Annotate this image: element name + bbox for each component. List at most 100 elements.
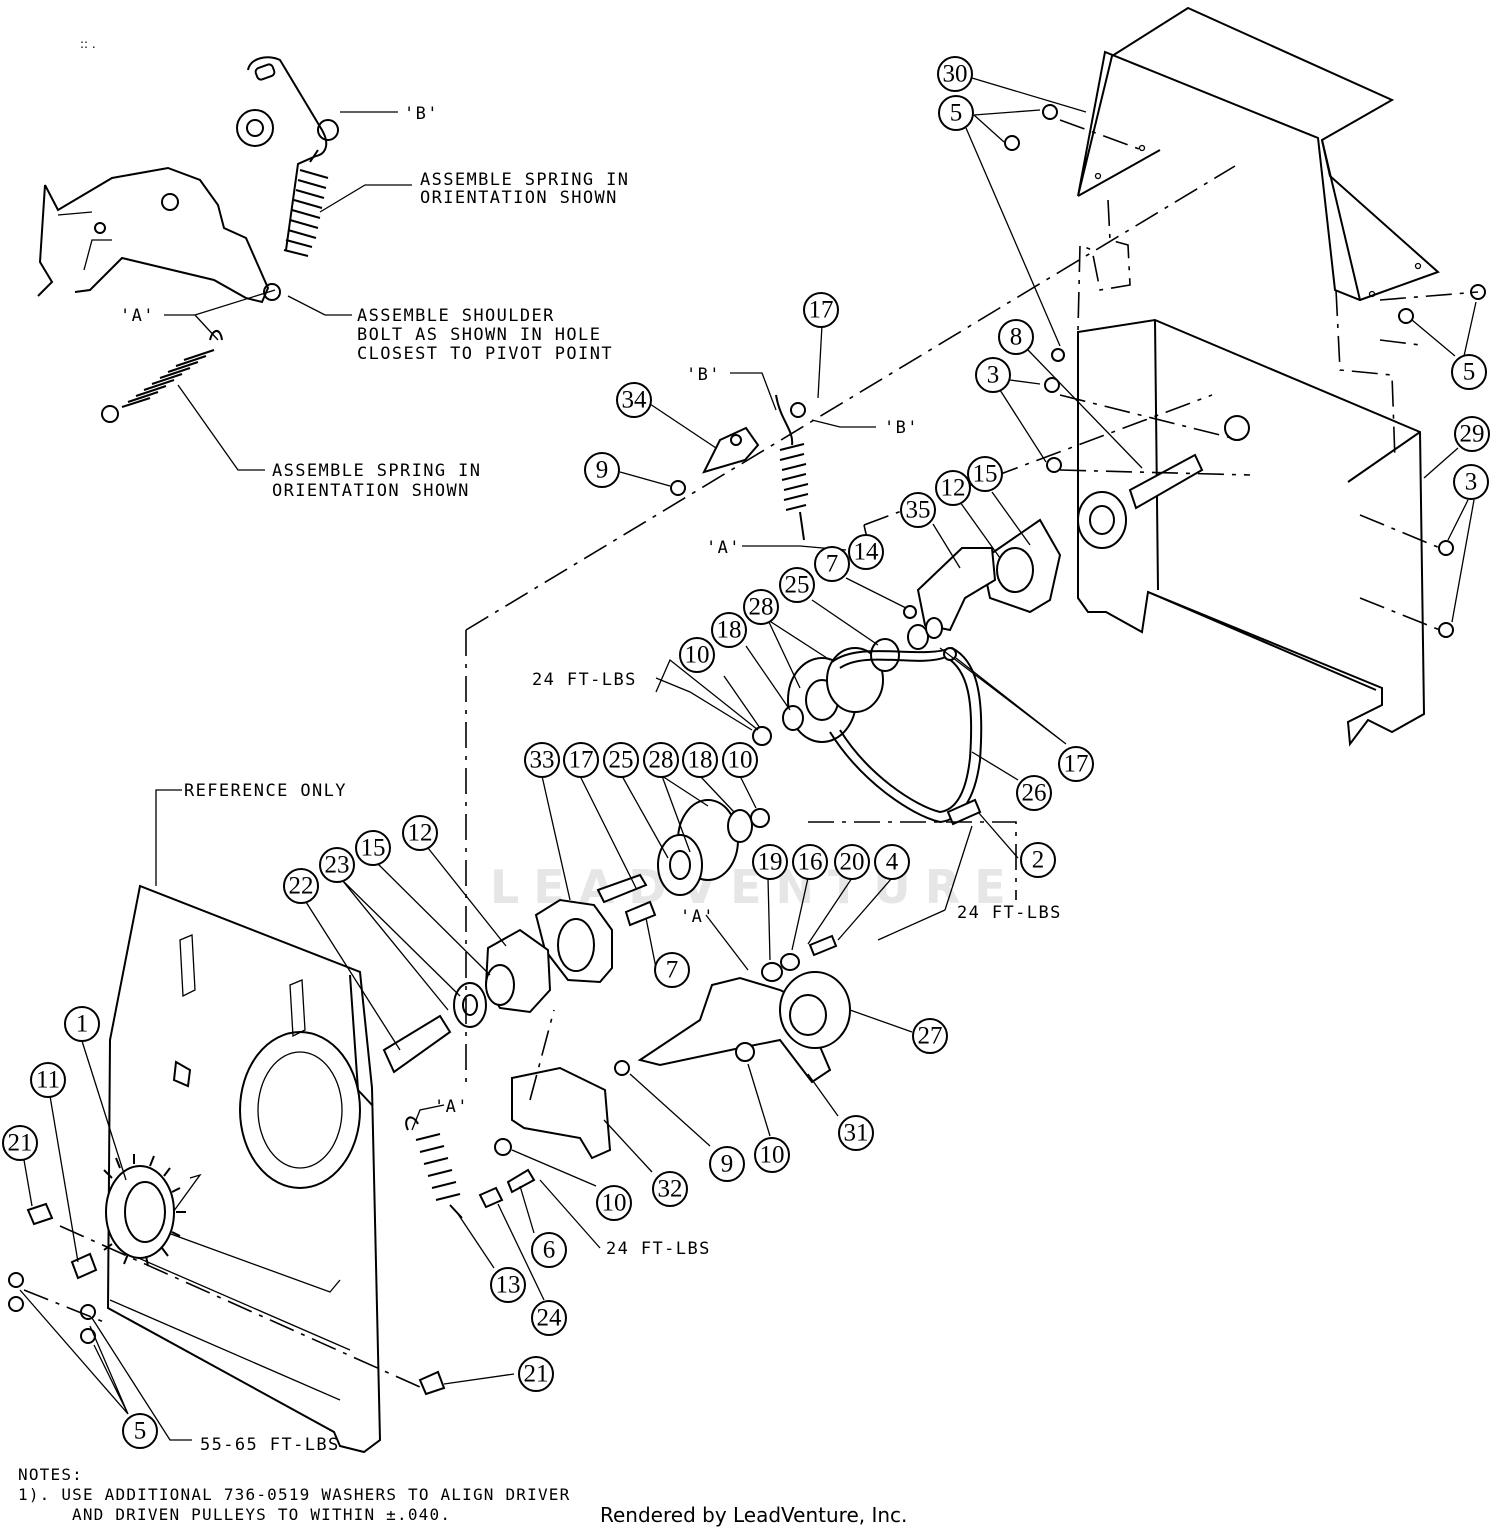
- svg-text:24: 24: [537, 1305, 563, 1332]
- leader-11: [49, 1095, 79, 1263]
- svg-text:3: 3: [1465, 469, 1478, 496]
- part-balloons: 30 5 5 8 3 3 29 3 17 34 9 14 35 12 15 7 …: [2, 56, 1490, 1449]
- cover-hole: [1138, 144, 1146, 152]
- inset-slot: [254, 63, 276, 81]
- inset-shoulder-bolt: [263, 283, 281, 301]
- svg-text:5: 5: [1463, 359, 1476, 386]
- pulley-25-upper: [870, 638, 900, 672]
- nut-10-bracket: [494, 1138, 512, 1156]
- bolt-5-cover-2: [1004, 135, 1020, 151]
- bolt-17-top: [790, 402, 806, 418]
- leader-25-upper: [811, 599, 879, 646]
- leader-3-right: [1447, 499, 1475, 623]
- bolt-21-bottom: [418, 1370, 446, 1396]
- nut-9-lower: [614, 1060, 630, 1076]
- leader-28-lower: [661, 775, 709, 853]
- pulley-25-lower: [657, 834, 703, 896]
- inset-lever: [247, 56, 328, 251]
- part-balloon: 23: [319, 847, 355, 883]
- svg-text:16: 16: [798, 849, 823, 876]
- bearing-15-lower: [485, 964, 515, 1006]
- leader-21-bottom: [443, 1373, 515, 1385]
- bolt-2: [946, 798, 982, 826]
- note-spring-top-2: ORIENTATION SHOWN: [420, 188, 618, 208]
- upper-housing: [916, 518, 1062, 632]
- part-balloon: 34: [616, 382, 652, 418]
- gear-1-hub: [124, 1181, 166, 1243]
- bolt-3-c: [1438, 540, 1454, 556]
- housing-12-bore: [996, 547, 1034, 593]
- svg-text:19: 19: [758, 849, 783, 876]
- reference-plate-nut: [172, 1060, 192, 1088]
- inset-bracket-edge: [57, 211, 112, 271]
- part-balloon: 6: [531, 1232, 567, 1268]
- svg-text:29: 29: [1460, 421, 1485, 448]
- pulley-28-upper-back: [826, 647, 884, 713]
- notes-line-2: AND DRIVEN PULLEYS TO WITHIN ±.040.: [72, 1505, 451, 1524]
- leader-lines: [19, 77, 1477, 1441]
- leader-reference: [155, 789, 182, 886]
- part-balloon: 13: [490, 1267, 526, 1303]
- svg-text:12: 12: [941, 475, 966, 502]
- part-balloon: 2: [1020, 842, 1056, 878]
- housing-12: [980, 518, 1062, 614]
- nut-17-upper: [943, 647, 957, 661]
- leader-35: [932, 523, 961, 569]
- assembly-line-cover-right: [1335, 289, 1421, 461]
- bolt-8: [1051, 348, 1065, 362]
- svg-text:18: 18: [717, 617, 742, 644]
- part-balloon: 21: [2, 1125, 38, 1161]
- nut-9-upper: [670, 480, 686, 496]
- bolt-3-a: [1044, 377, 1060, 393]
- arm-35: [916, 547, 997, 632]
- svg-text:3: 3: [987, 362, 1000, 389]
- svg-text:17: 17: [569, 747, 594, 774]
- reference-only-label: REFERENCE ONLY: [184, 781, 347, 801]
- part-balloon: 17: [1058, 746, 1094, 782]
- part-balloon: 29: [1454, 416, 1490, 452]
- leader-15-upper: [991, 491, 1031, 546]
- bolt-5-a: [8, 1272, 24, 1288]
- leader-2: [977, 811, 1019, 859]
- leader-a4: [411, 1104, 445, 1131]
- leader-30: [971, 77, 1087, 113]
- part-balloon: 10: [754, 1137, 790, 1173]
- part-balloon: 26: [1016, 775, 1052, 811]
- svg-text:30: 30: [943, 61, 968, 88]
- leader-10-bracket: [511, 1149, 597, 1187]
- belt-outer: [829, 646, 983, 824]
- part-balloon: 9: [584, 452, 620, 488]
- belt: [829, 646, 983, 824]
- svg-text:9: 9: [596, 457, 609, 484]
- svg-text:21: 21: [8, 1130, 33, 1157]
- inset-bracket: [37, 166, 270, 304]
- part-balloon: 10: [679, 637, 715, 673]
- leader-spring-top: [319, 184, 412, 213]
- part-balloon: 5: [1451, 354, 1487, 390]
- leader-shoulder: [287, 295, 352, 316]
- leader-24: [497, 1203, 545, 1301]
- idler-pulley-27-hub: [789, 994, 827, 1036]
- callout-a3: 'A': [680, 907, 715, 927]
- svg-text:31: 31: [844, 1120, 869, 1147]
- leader-17-right: [939, 647, 1067, 745]
- leader-34: [649, 403, 717, 449]
- gear-1-teeth: [103, 1154, 186, 1267]
- part-balloon: 4: [874, 844, 910, 880]
- bracket-34-hole: [730, 434, 742, 446]
- assembly-line-plate: [23, 1225, 421, 1388]
- leader-a1: [164, 289, 276, 341]
- callout-a4: 'A': [434, 1097, 469, 1117]
- assembly-line-cover-left: [1077, 199, 1131, 331]
- svg-text:20: 20: [840, 849, 865, 876]
- svg-text:4: 4: [886, 849, 899, 876]
- leader-20: [807, 877, 853, 945]
- svg-text:15: 15: [973, 461, 998, 488]
- idler-assembly: [614, 934, 851, 1084]
- leader-27: [849, 1009, 913, 1033]
- part-balloon: 12: [935, 470, 971, 506]
- part-balloon: 33: [524, 742, 560, 778]
- bolt-6: [506, 1168, 536, 1194]
- svg-text:5: 5: [950, 100, 963, 127]
- svg-text:8: 8: [1010, 324, 1023, 351]
